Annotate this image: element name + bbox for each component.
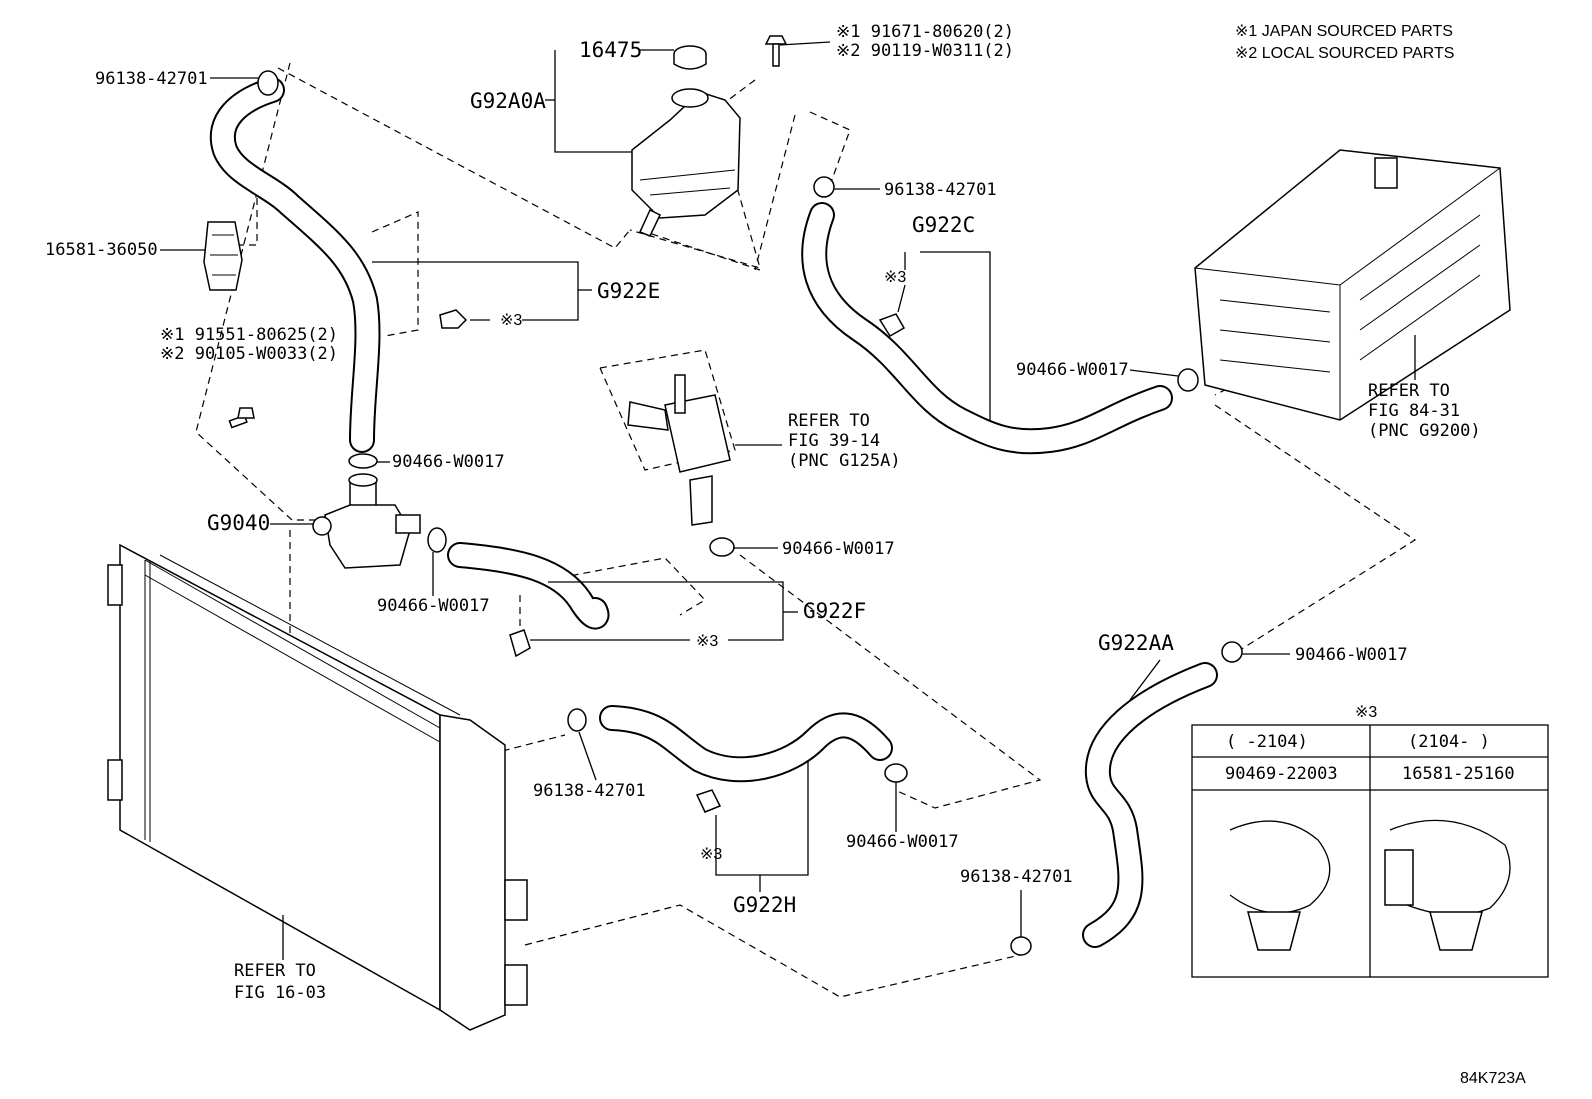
clamp-inverter (1177, 368, 1199, 392)
label-bracket: 16581-36050 (45, 240, 158, 260)
radiator (107, 543, 528, 1031)
bolt-left (228, 407, 255, 429)
dashed-guides (195, 62, 1417, 998)
label-pump: G9040 (207, 511, 270, 535)
label-hose-e: G922E (597, 279, 660, 303)
label-clamp-cooler: 90466-W0017 (782, 539, 895, 559)
label-cooler-ref-2: FIG 39-14 (788, 431, 880, 451)
reservoir-tank (631, 88, 741, 237)
label-cooler-ref-3: (PNC G125A) (788, 451, 901, 471)
clamp-aa (1221, 641, 1243, 663)
reservoir-cap (673, 45, 707, 70)
label-radiator-ref-2: FIG 16-03 (234, 983, 326, 1003)
hose-g922e (209, 77, 381, 453)
label-clamp-top-left: 96138-42701 (95, 69, 208, 89)
label-clamp-pump-right: 90466-W0017 (377, 596, 490, 616)
hose-g922aa (1082, 662, 1218, 948)
hose-g922h (599, 705, 893, 783)
clamp-h-left (567, 708, 587, 732)
table-col1-part: 90469-22003 (1225, 764, 1338, 784)
clamp-bottom (1010, 936, 1032, 956)
clip-table (1191, 724, 1549, 978)
label-inverter-ref-2: FIG 84-31 (1368, 401, 1460, 421)
table-col2-range: (2104- ) (1408, 732, 1490, 752)
label-note3-table: ※3 (1355, 704, 1377, 721)
label-hose-f: G922F (803, 599, 866, 623)
clip-drawing-new (1384, 819, 1511, 951)
water-pump (312, 473, 421, 569)
label-clamp-c-top: 96138-42701 (884, 180, 997, 200)
label-clamp-aa: 90466-W0017 (1295, 645, 1408, 665)
bolt-top (764, 35, 788, 67)
table-col2-part: 16581-25160 (1402, 764, 1515, 784)
label-clamp-inverter: 90466-W0017 (1016, 360, 1129, 380)
label-inverter-ref-3: (PNC G9200) (1368, 421, 1481, 441)
clip-c (878, 313, 906, 338)
label-bolt-left-2: ※2 90105-W0033(2) (160, 344, 338, 364)
label-note3-h: ※3 (700, 846, 722, 863)
label-hose-h: G922H (733, 893, 796, 917)
oil-cooler (627, 374, 731, 526)
label-hose-aa: G922AA (1098, 631, 1174, 655)
clamp-pump-top (348, 453, 378, 469)
clamp-cooler (709, 537, 735, 557)
figure-code: 84K723A (1460, 1070, 1526, 1087)
legend-japan: ※1 JAPAN SOURCED PARTS (1235, 23, 1453, 40)
inverter (1194, 149, 1511, 421)
clip-f (509, 629, 531, 658)
label-clamp-h-right: 90466-W0017 (846, 832, 959, 852)
text-labels: ※1 JAPAN SOURCED PARTS ※2 LOCAL SOURCED … (45, 22, 1526, 1087)
label-inverter-ref-1: REFER TO (1368, 381, 1450, 401)
hose-g922c (801, 202, 1173, 455)
label-clamp-bottom: 96138-42701 (960, 867, 1073, 887)
bracket (203, 221, 243, 291)
label-reservoir: G92A0A (470, 89, 546, 113)
label-bolt-left-1: ※1 91551-80625(2) (160, 325, 338, 345)
clip-e (439, 309, 468, 329)
label-radiator-ref-1: REFER TO (234, 961, 316, 981)
hose-g922f (447, 542, 610, 630)
clamp-c-top (813, 176, 835, 198)
clamp-pump-right (427, 527, 447, 553)
label-cooler-ref-1: REFER TO (788, 411, 870, 431)
label-bolt-top-2: ※2 90119-W0311(2) (836, 41, 1014, 61)
table-col1-range: ( -2104) (1226, 732, 1308, 752)
clip-drawing-old (1229, 820, 1331, 951)
leader-lines (160, 41, 1416, 960)
clip-h (695, 789, 722, 813)
label-hose-c: G922C (912, 213, 975, 237)
label-note3-f: ※3 (696, 633, 718, 650)
clamp-top-left (257, 70, 279, 96)
label-bolt-top-1: ※1 91671-80620(2) (836, 22, 1014, 42)
label-cap: 16475 (579, 38, 642, 62)
clamp-h-right (884, 763, 908, 783)
legend-local: ※2 LOCAL SOURCED PARTS (1235, 45, 1454, 62)
label-note3-e: ※3 (500, 312, 522, 329)
label-note3-c: ※3 (884, 269, 906, 286)
label-clamp-h-left: 96138-42701 (533, 781, 646, 801)
label-clamp-pump-top: 90466-W0017 (392, 452, 505, 472)
